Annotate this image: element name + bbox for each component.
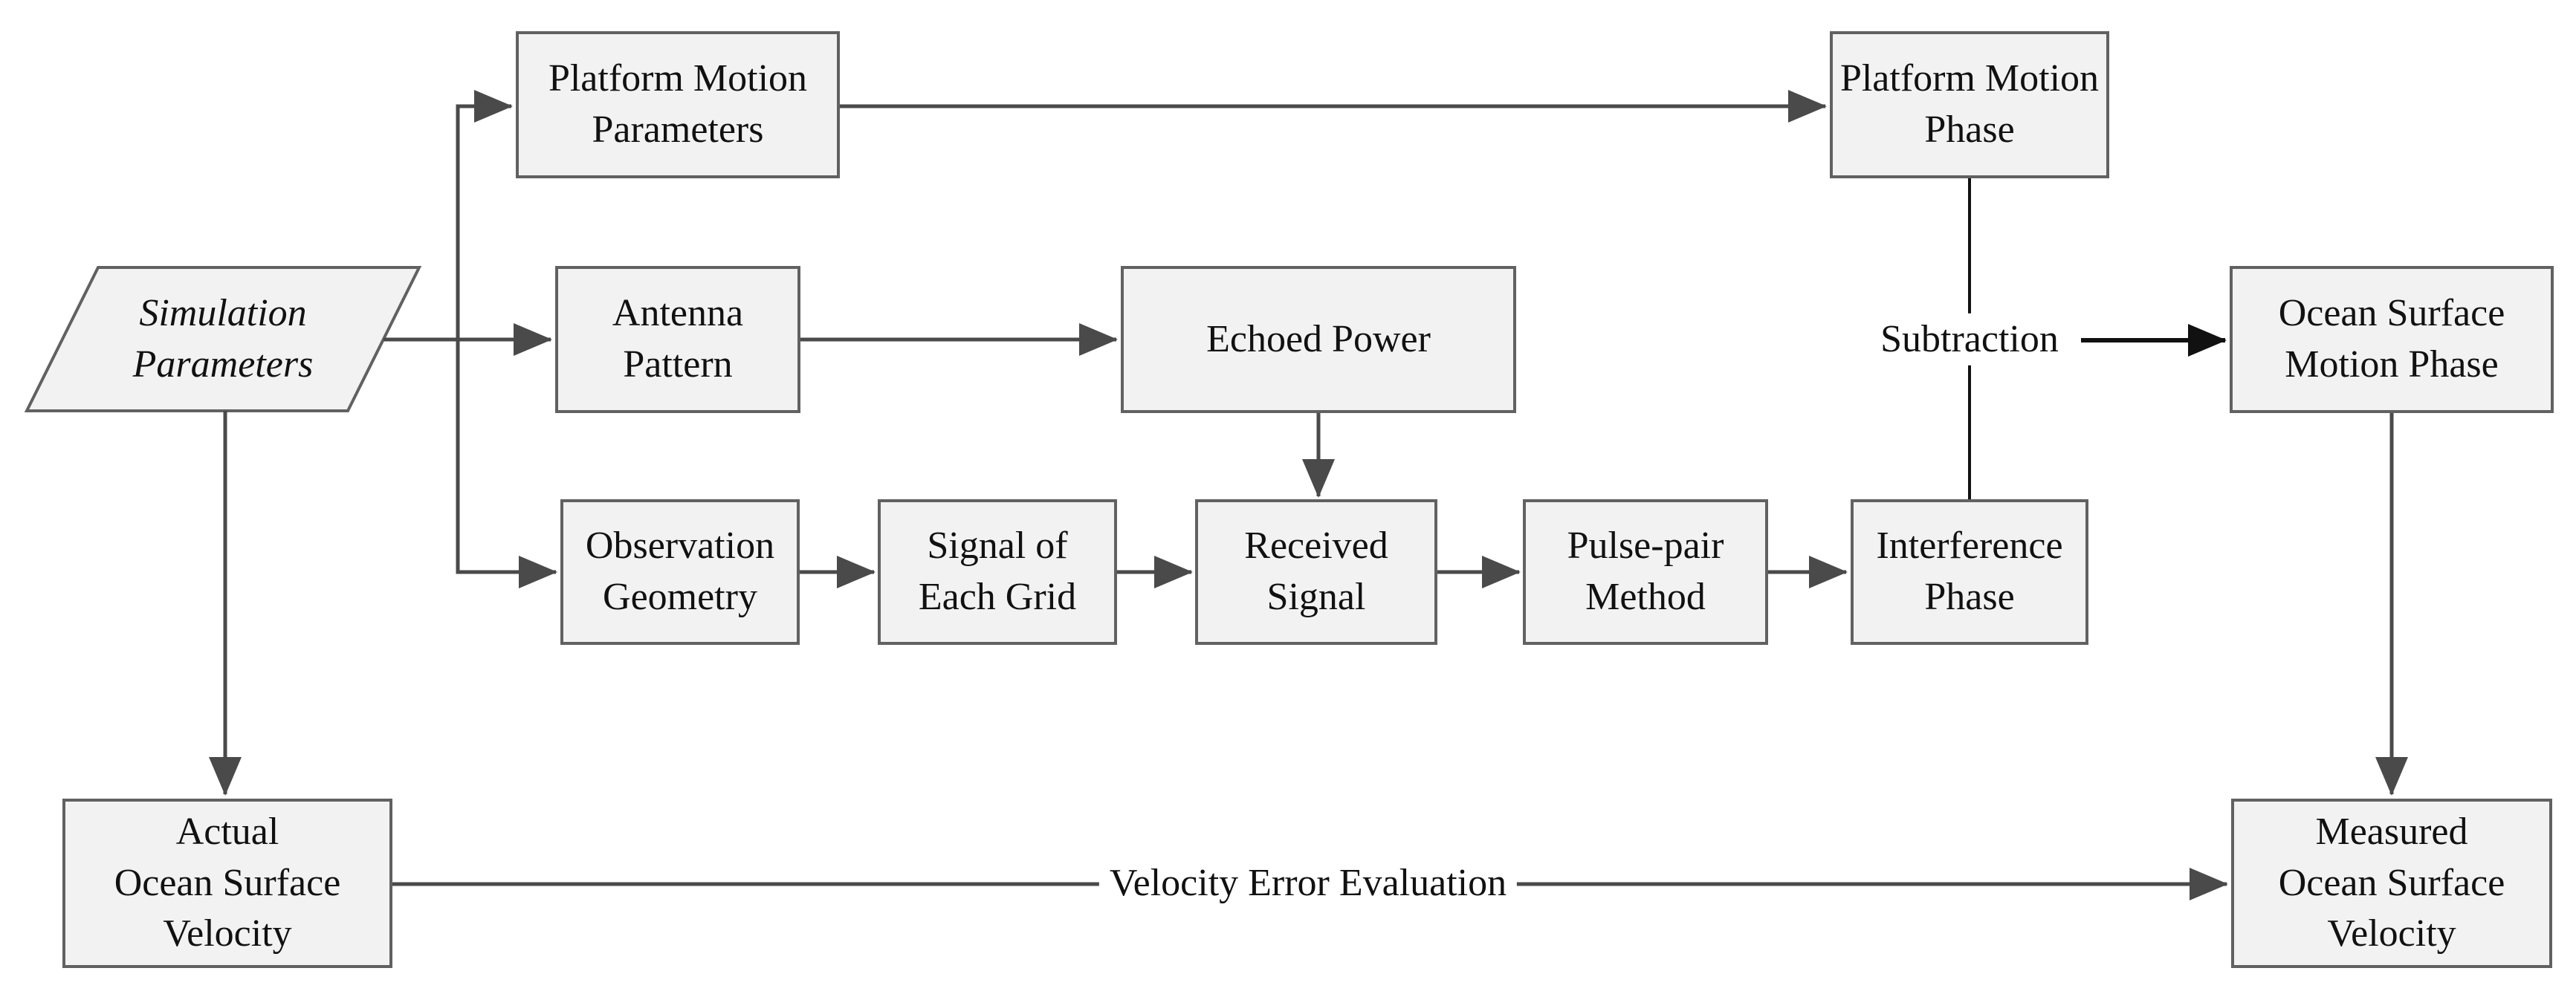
edge-branch-to-platform-motion-parameters <box>456 90 513 340</box>
node-pulse-pair-method: Pulse-pair Method <box>1523 499 1768 645</box>
node-interference-phase: Interference Phase <box>1851 499 2088 645</box>
node-ocean-surface-motion-phase: Ocean Surface Motion Phase <box>2230 266 2554 413</box>
node-antenna-pattern: Antenna Pattern <box>555 266 800 413</box>
node-signal-of-each-grid: Signal of Each Grid <box>878 499 1117 645</box>
node-actual-ocean-surface-velocity: Actual Ocean Surface Velocity <box>62 799 392 968</box>
node-simulation-parameters: Simulation Parameters <box>132 291 314 386</box>
label-subtraction: Subtraction <box>1870 313 2069 366</box>
node-platform-motion-parameters: Platform Motion Parameters <box>516 31 840 178</box>
node-received-signal: Received Signal <box>1195 499 1437 645</box>
node-echoed-power: Echoed Power <box>1121 266 1516 413</box>
node-platform-motion-phase: Platform Motion Phase <box>1830 31 2109 178</box>
node-observation-geometry: Observation Geometry <box>560 499 800 645</box>
label-velocity-error-evaluation: Velocity Error Evaluation <box>1098 857 1518 910</box>
node-measured-ocean-surface-velocity: Measured Ocean Surface Velocity <box>2231 799 2552 968</box>
edge-branch-to-observation-geometry <box>456 340 557 588</box>
sim-parameters-shape <box>24 266 422 412</box>
